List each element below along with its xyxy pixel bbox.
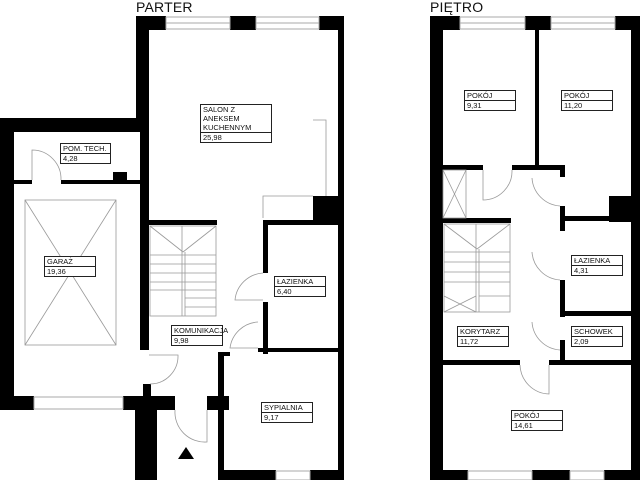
room-label-pom-tech: POM. TECH. 4,28 <box>60 143 111 164</box>
room-area: 19,36 <box>47 267 66 276</box>
room-area: 9,17 <box>264 413 279 422</box>
room-name: SALON Z ANEKSEM KUCHENNYM <box>201 105 271 133</box>
room-name: ŁAZIENKA <box>572 256 622 266</box>
room-label-pokoj-2: POKÓJ 11,20 <box>561 90 613 111</box>
upper-floor-details <box>442 169 561 395</box>
room-label-garaz: GARAŻ 19,36 <box>44 256 96 277</box>
room-name: KOMUNIKACJA <box>172 326 229 336</box>
entrance-arrow-icon <box>178 447 194 459</box>
room-name: SYPIALNIA <box>262 403 312 413</box>
room-area: 25,98 <box>203 133 222 142</box>
room-area: 4,31 <box>574 266 589 275</box>
room-area: 2,09 <box>574 337 589 346</box>
room-area: 11,20 <box>564 101 583 110</box>
room-name: POKÓJ <box>562 91 612 101</box>
room-name: GARAŻ <box>45 257 95 267</box>
room-label-pokoj-3: POKÓJ 14,61 <box>511 410 563 431</box>
ground-floor-title: PARTER <box>136 0 193 15</box>
upper-floor-walls <box>430 16 640 480</box>
room-label-lazienka-pietro: ŁAZIENKA 4,31 <box>571 255 623 276</box>
room-label-komunikacja: KOMUNIKACJA 9,98 <box>171 325 229 346</box>
room-label-pokoj-1: POKÓJ 9,31 <box>464 90 516 111</box>
upper-floor-windows <box>459 16 616 480</box>
room-label-salon: SALON Z ANEKSEM KUCHENNYM 25,98 <box>200 104 272 143</box>
room-area: 6,40 <box>277 287 292 296</box>
room-name: POKÓJ <box>465 91 515 101</box>
room-name: POM. TECH. <box>61 144 110 154</box>
room-area: 11,72 <box>460 337 479 346</box>
room-label-korytarz: KORYTARZ 11,72 <box>457 326 509 347</box>
room-name: POKÓJ <box>512 411 562 421</box>
room-name: KORYTARZ <box>458 327 508 337</box>
room-area: 9,31 <box>467 101 482 110</box>
room-label-schowek: SCHOWEK 2,09 <box>571 326 623 347</box>
room-area: 9,98 <box>174 336 189 345</box>
room-name: SCHOWEK <box>572 327 622 337</box>
upper-floor-title: PIĘTRO <box>430 0 484 15</box>
room-area: 4,28 <box>63 154 78 163</box>
room-area: 14,61 <box>514 421 533 430</box>
room-label-sypialnia: SYPIALNIA 9,17 <box>261 402 313 423</box>
room-label-lazienka-parter: ŁAZIENKA 6,40 <box>274 276 326 297</box>
room-name: ŁAZIENKA <box>275 277 325 287</box>
ground-floor-windows <box>33 16 320 480</box>
ground-floor-walls <box>0 16 344 480</box>
